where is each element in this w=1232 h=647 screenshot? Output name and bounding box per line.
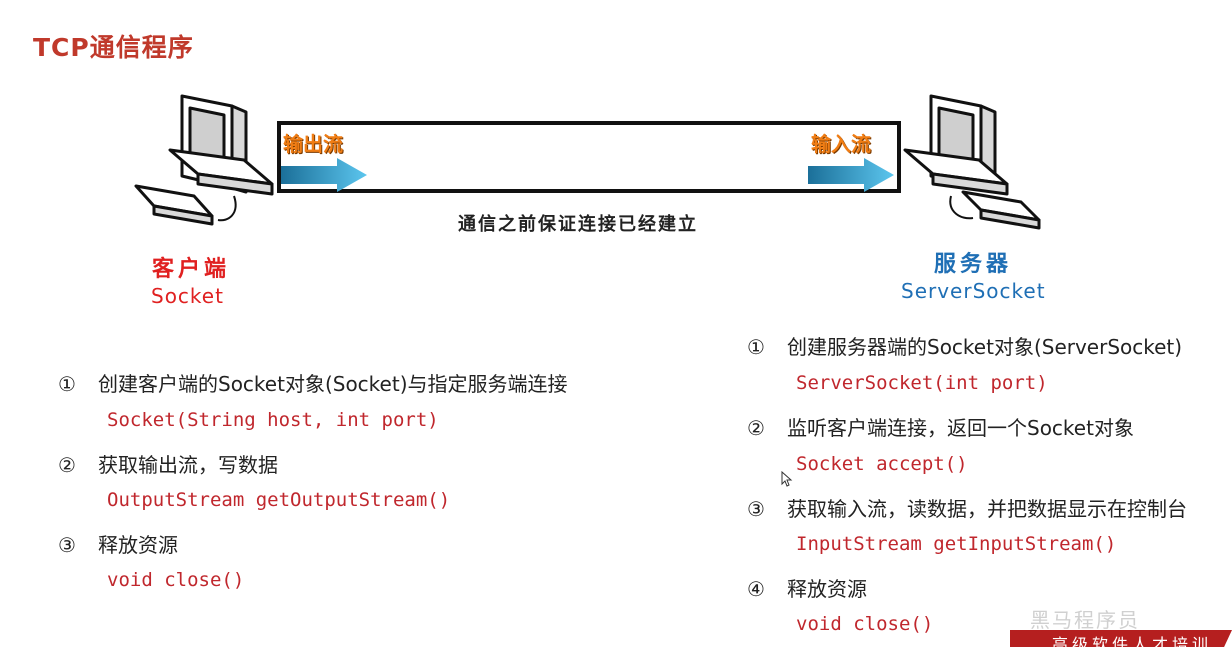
server-step-3-code: InputStream getInputStream() [796,533,1117,555]
step-text: 创建客户端的Socket对象(Socket)与指定服务端连接 [98,372,568,396]
client-name-en: Socket [151,284,224,308]
step-number: ③ [58,533,76,557]
page-title: TCP通信程序 [33,33,194,62]
output-stream-label: 输出流 [283,132,343,156]
watermark-text: 黑马程序员 [1030,608,1140,632]
arrow-right-icon [808,158,894,192]
step-number: ① [747,335,765,359]
server-step-1-code: ServerSocket(int port) [796,372,1048,394]
step-text: 监听客户端连接，返回一个Socket对象 [787,416,1134,440]
server-name-cn: 服务器 [934,252,1013,277]
server-step-4: ④ 释放资源 [747,573,867,602]
connection-caption: 通信之前保证连接已经建立 [458,214,698,235]
server-step-3: ③ 获取输入流，读数据，并把数据显示在控制台 [747,493,1187,522]
step-number: ② [747,416,765,440]
client-step-2-code: OutputStream getOutputStream() [107,489,451,511]
step-text: 获取输出流，写数据 [98,453,278,477]
step-text: 释放资源 [98,533,178,557]
server-step-1: ① 创建服务器端的Socket对象(ServerSocket) [747,331,1182,360]
input-stream-label: 输入流 [811,132,871,156]
server-step-4-code: void close() [796,613,934,635]
server-computer-icon [903,94,1041,230]
client-step-2: ② 获取输出流，写数据 [58,449,278,478]
client-step-3-code: void close() [107,569,245,591]
step-text: 创建服务器端的Socket对象(ServerSocket) [787,335,1183,359]
client-step-3: ③ 释放资源 [58,529,178,558]
server-step-2-code: Socket accept() [796,453,968,475]
step-number: ② [58,453,76,477]
server-name-en: ServerSocket [901,279,1046,303]
connection-channel [277,121,901,193]
step-number: ④ [747,577,765,601]
watermark: 黑马程序员 高级软件人才培训 [1010,602,1232,647]
watermark-ribbon-text: 高级软件人才培训 [1052,635,1213,647]
step-text: 释放资源 [787,577,867,601]
mouse-cursor-icon [781,471,793,487]
server-step-2: ② 监听客户端连接，返回一个Socket对象 [747,412,1134,441]
arrow-right-icon [281,158,367,192]
client-step-1-code: Socket(String host, int port) [107,409,439,431]
step-number: ① [58,372,76,396]
step-text: 获取输入流，读数据，并把数据显示在控制台 [787,497,1187,521]
client-name-cn: 客户端 [152,257,231,282]
client-step-1: ① 创建客户端的Socket对象(Socket)与指定服务端连接 [58,368,568,397]
client-computer-icon [134,94,274,226]
step-number: ③ [747,497,765,521]
